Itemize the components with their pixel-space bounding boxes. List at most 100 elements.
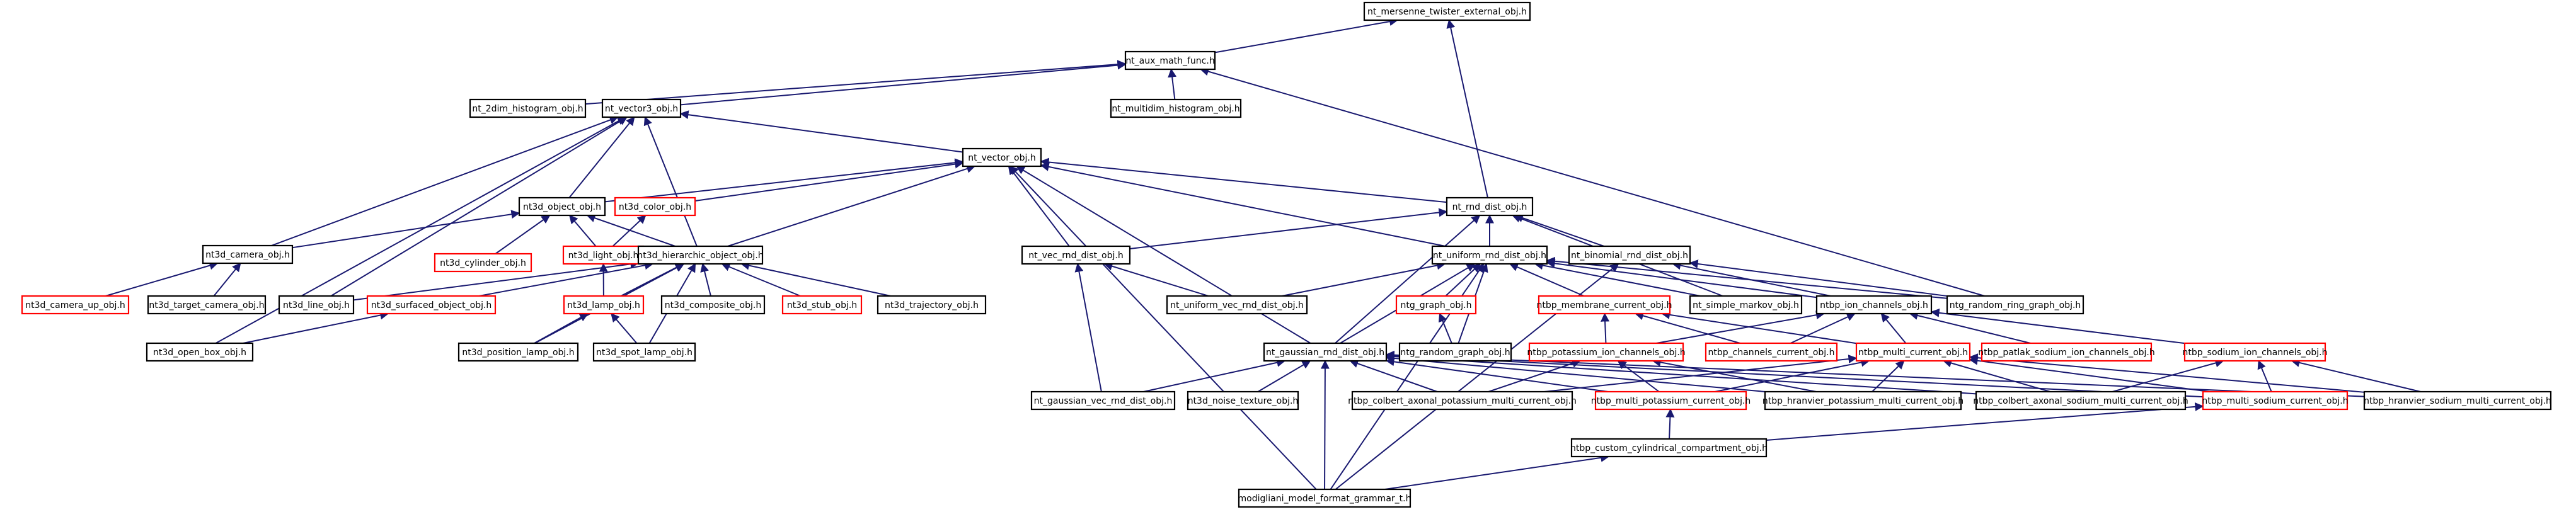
- edge-vec3-to-auxmath: [680, 60, 1127, 106]
- edge-chancur-to-membrane: [1635, 311, 1740, 344]
- edge-chancur-to-ionch: [1790, 312, 1856, 344]
- node-cyl[interactable]: ntbp_custom_cylindrical_compartment_obj.…: [1570, 438, 1768, 458]
- edge-unifvec-to-unif: [1281, 261, 1446, 297]
- node-label: ntbp_channels_current_obj.h: [1708, 348, 1835, 358]
- node-binom[interactable]: nt_binomial_rnd_dist_obj.h: [1568, 245, 1691, 265]
- node-hist2d[interactable]: nt_2dim_histogram_obj.h: [469, 98, 587, 118]
- edge-hransod-to-multicur: [1969, 353, 2365, 393]
- node-box: [146, 342, 254, 362]
- edge-unif-to-vecobj: [1040, 162, 1446, 247]
- node-label: nt3d_cylinder_obj.h: [440, 258, 526, 268]
- edge-markov-to-unif: [1534, 261, 1701, 297]
- node-label: nt3d_composite_obj.h: [665, 300, 761, 310]
- node-vecobj[interactable]: nt_vector_obj.h: [962, 147, 1042, 168]
- node-label: nt_binomial_rnd_dist_obj.h: [1571, 251, 1688, 261]
- node-membrane: ntbp_membrane_current_obj.h: [1537, 295, 1672, 315]
- node-rnd[interactable]: nt_rnd_dist_obj.h: [1446, 196, 1534, 217]
- edge-sodion-to-ionch: [1930, 308, 2185, 344]
- node-unif[interactable]: nt_uniform_rnd_dist_obj.h: [1431, 245, 1548, 265]
- node-box: [781, 295, 863, 315]
- node-label: nt_2dim_histogram_obj.h: [472, 104, 583, 114]
- edge-modig-to-cyl: [1384, 453, 1610, 490]
- edge-ringgraph-to-auxmath: [1200, 67, 1985, 297]
- node-markov[interactable]: nt_simple_markov_obj.h: [1689, 295, 1803, 315]
- node-box: [1263, 342, 1388, 362]
- node-colpot[interactable]: ntbp_colbert_axonal_potassium_multi_curr…: [1348, 390, 1577, 411]
- node-label: ntbp_potassium_ion_channels_obj.h: [1527, 348, 1685, 358]
- node-sodion: ntbp_sodium_ion_channels_obj.h: [2183, 342, 2328, 362]
- node-auxmath[interactable]: nt_aux_math_func.h: [1124, 50, 1216, 71]
- edge-line-to-vec3: [330, 117, 628, 297]
- node-histmulti[interactable]: nt_multidim_histogram_obj.h: [1110, 98, 1242, 118]
- node-camera[interactable]: nt3d_camera_obj.h: [202, 244, 294, 265]
- edge-auxmath-to-mersenne: [1214, 17, 1398, 54]
- node-label: nt_aux_math_func.h: [1125, 56, 1214, 66]
- node-label: nt_vector3_obj.h: [605, 104, 678, 114]
- edge-cyl-to-multipot: [1665, 408, 1675, 440]
- node-box: [1166, 295, 1308, 315]
- node-spotlamp[interactable]: nt3d_spot_lamp_obj.h: [592, 342, 696, 362]
- edge-binom-to-rnd: [1514, 213, 1604, 247]
- node-box: [962, 147, 1042, 168]
- node-ringgraph[interactable]: ntg_random_ring_graph_obj.h: [1946, 295, 2084, 315]
- node-gauss[interactable]: nt_gaussian_rnd_dist_obj.h: [1263, 342, 1388, 362]
- node-openbox[interactable]: nt3d_open_box_obj.h: [146, 342, 254, 362]
- node-box: [457, 342, 579, 362]
- node-label: ntg_random_ring_graph_obj.h: [1950, 300, 2081, 310]
- edge-colpot-to-multicur: [1544, 355, 1858, 392]
- node-label: ntbp_colbert_axonal_sodium_multi_current…: [1973, 396, 2188, 406]
- node-box: [1351, 390, 1573, 411]
- edge-multisod-to-sodion: [2257, 360, 2272, 392]
- edge-cyl-to-multisod: [1766, 402, 2204, 441]
- node-box: [563, 295, 645, 315]
- node-label: nt3d_camera_up_obj.h: [25, 300, 125, 310]
- node-chancur: ntbp_channels_current_obj.h: [1705, 342, 1838, 362]
- node-target[interactable]: nt3d_target_camera_obj.h: [147, 295, 267, 315]
- node-label: nt3d_stub_obj.h: [787, 300, 857, 310]
- edge-vecrnd-to-vecobj: [1008, 165, 1070, 247]
- edge-colsod-to-multicur: [1943, 358, 2050, 392]
- node-line[interactable]: nt3d_line_obj.h: [278, 295, 355, 315]
- node-box: [2363, 390, 2552, 411]
- node-label: nt3d_position_lamp_obj.h: [462, 348, 574, 358]
- node-gaussvec[interactable]: nt_gaussian_vec_rnd_dist_obj.h: [1030, 390, 1176, 411]
- node-poslamp[interactable]: nt3d_position_lamp_obj.h: [457, 342, 579, 362]
- node-hranpot[interactable]: ntbp_hranvier_potassium_multi_current_ob…: [1762, 390, 1964, 411]
- node-label: nt_vec_rnd_dist_obj.h: [1028, 251, 1123, 261]
- node-box: [1568, 245, 1691, 265]
- edge-poslamp-to-lamp: [534, 313, 589, 344]
- node-label: nt3d_line_obj.h: [283, 300, 350, 310]
- node-label: nt_rnd_dist_obj.h: [1452, 202, 1527, 212]
- node-randgraph[interactable]: ntg_random_graph_obj.h: [1398, 342, 1512, 362]
- edge-vecrnd-to-rnd: [1129, 208, 1448, 249]
- node-colsod[interactable]: ntbp_colbert_axonal_sodium_multi_current…: [1973, 390, 2188, 411]
- node-box: [1855, 342, 1971, 362]
- edge-hier-to-vecobj: [727, 164, 976, 247]
- node-label: ntbp_ion_channels_obj.h: [1820, 300, 1928, 310]
- node-label: ntbp_multi_sodium_current_obj.h: [2202, 396, 2348, 406]
- node-box: [1538, 295, 1671, 315]
- edge-modig-to-vecobj: [1009, 165, 1317, 490]
- node-hier[interactable]: nt3d_hierarchic_object_obj.h: [637, 245, 764, 265]
- node-comp[interactable]: nt3d_composite_obj.h: [660, 295, 766, 315]
- node-box: [1946, 295, 2084, 315]
- edge-openbox-to-surf: [243, 310, 389, 344]
- node-ionch[interactable]: ntbp_ion_channels_obj.h: [1815, 295, 1933, 315]
- node-noise[interactable]: nt3d_noise_texture_obj.h: [1187, 390, 1299, 411]
- node-unifvec[interactable]: nt_uniform_vec_rnd_dist_obj.h: [1166, 295, 1308, 315]
- edge-histmulti-to-auxmath: [1168, 68, 1177, 100]
- node-obj3d[interactable]: nt3d_object_obj.h: [518, 196, 606, 217]
- node-vec3[interactable]: nt_vector3_obj.h: [601, 98, 682, 118]
- node-traj[interactable]: nt3d_trajectory_obj.h: [877, 295, 987, 315]
- edge-multipot-to-gauss: [1385, 357, 1608, 392]
- node-label: nt_uniform_rnd_dist_obj.h: [1433, 251, 1546, 261]
- node-vecrnd[interactable]: nt_vec_rnd_dist_obj.h: [1021, 245, 1131, 265]
- node-mersenne: nt_mersenne_twister_external_obj.h: [1363, 1, 1531, 21]
- node-box: [877, 295, 987, 315]
- node-label: nt3d_trajectory_obj.h: [885, 300, 979, 310]
- node-modig[interactable]: modigliani_model_format_grammar_t.h: [1238, 488, 1412, 508]
- node-label: ntbp_sodium_ion_channels_obj.h: [2183, 348, 2328, 358]
- node-hransod[interactable]: ntbp_hranvier_sodium_multi_current_obj.h: [2363, 390, 2552, 411]
- node-label: nt3d_color_obj.h: [619, 202, 691, 212]
